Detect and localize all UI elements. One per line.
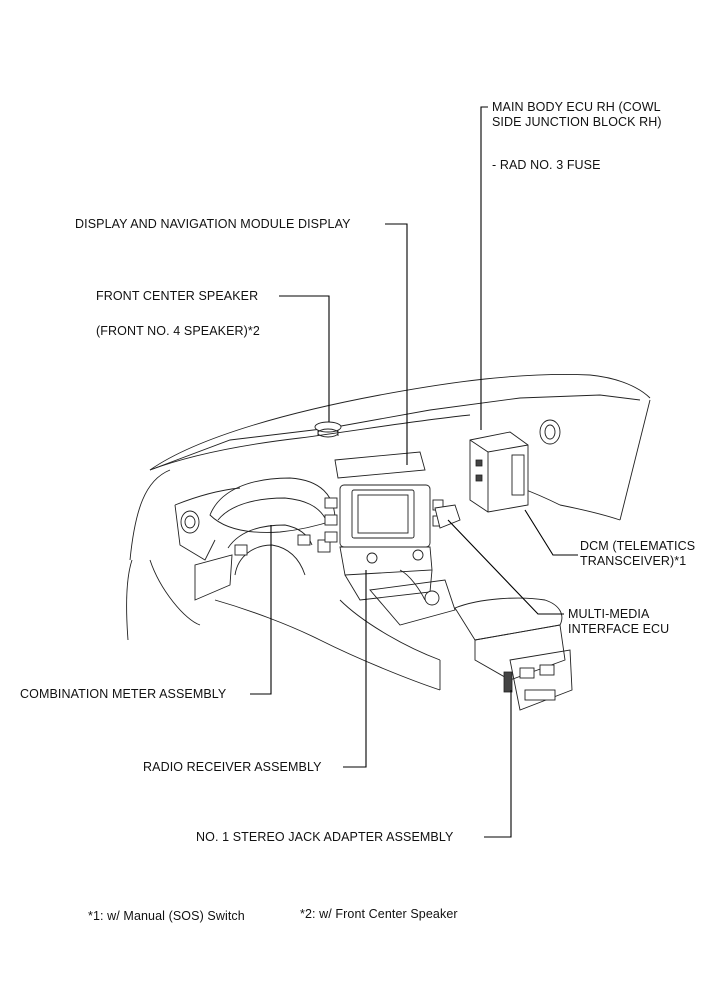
combination-meter-drawing: [209, 477, 336, 576]
label-multimedia-line1: MULTI-MEDIA: [568, 607, 650, 621]
right-vent-drawing: [539, 419, 561, 445]
label-multimedia-ecu: MULTI-MEDIA INTERFACE ECU: [568, 607, 669, 637]
label-dcm: DCM (TELEMATICS TRANSCEIVER)*1: [580, 539, 695, 569]
multimedia-ecu-drawing: [434, 504, 461, 529]
label-display-nav: DISPLAY AND NAVIGATION MODULE DISPLAY: [75, 217, 351, 231]
label-main-body-ecu-line1: MAIN BODY ECU RH (COWL: [492, 100, 661, 114]
label-dcm-line1: DCM (TELEMATICS: [580, 539, 696, 553]
console-drawing: [369, 569, 573, 711]
front-center-speaker-drawing: [314, 421, 342, 438]
label-multimedia-line2: INTERFACE ECU: [568, 622, 670, 636]
leader-lines: [250, 106, 578, 838]
label-front-center-speaker: FRONT CENTER SPEAKER: [96, 289, 259, 303]
left-vent-drawing: [180, 510, 200, 534]
footnote-1: *1: w/ Manual (SOS) Switch: [88, 909, 245, 923]
footnote-2: *2: w/ Front Center Speaker: [300, 907, 458, 921]
label-combination-meter: COMBINATION METER ASSEMBLY: [20, 687, 227, 701]
label-main-body-ecu: MAIN BODY ECU RH (COWL SIDE JUNCTION BLO…: [492, 100, 662, 130]
ecu-module-drawing: [469, 431, 529, 513]
label-main-body-ecu-line2: SIDE JUNCTION BLOCK RH): [492, 115, 662, 129]
dashboard-outline: [126, 374, 651, 691]
label-stereo-jack: NO. 1 STEREO JACK ADAPTER ASSEMBLY: [196, 830, 454, 844]
center-stack-drawing: [324, 451, 444, 601]
label-rad-fuse: - RAD NO. 3 FUSE: [492, 158, 601, 172]
label-radio-receiver: RADIO RECEIVER ASSEMBLY: [143, 760, 322, 774]
label-dcm-line2: TRANSCEIVER)*1: [580, 554, 687, 568]
label-front-no4-speaker: (FRONT NO. 4 SPEAKER)*2: [96, 324, 260, 338]
